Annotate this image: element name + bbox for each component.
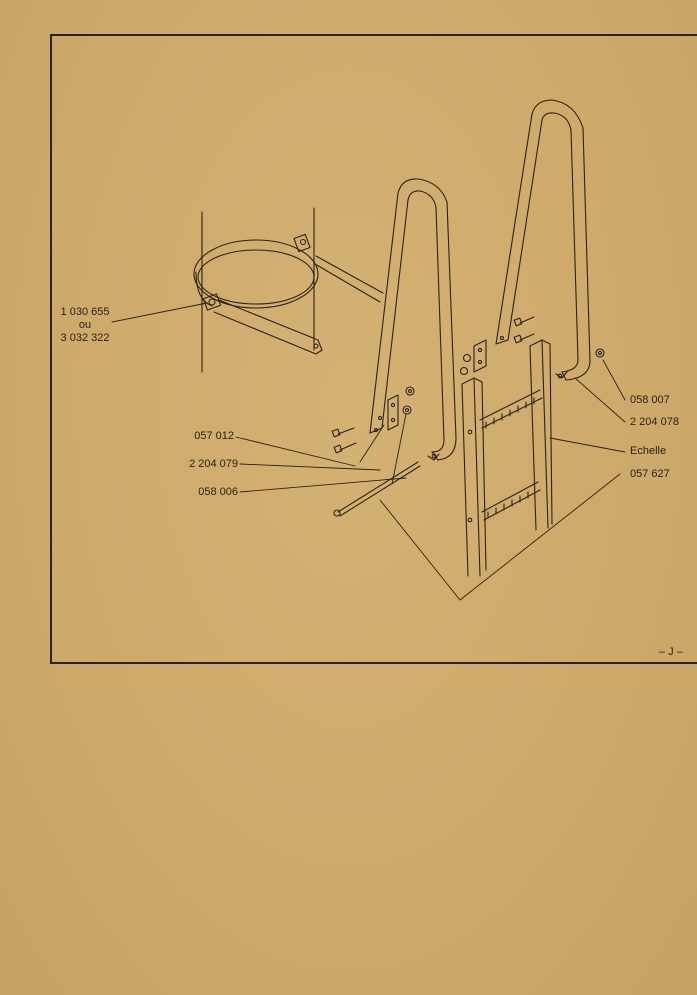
right-plate bbox=[473, 339, 487, 373]
leader-lines bbox=[111, 302, 626, 601]
clamp-part-number-1: 1 030 655 bbox=[60, 306, 110, 318]
left-nuts bbox=[402, 386, 415, 415]
ladder bbox=[461, 339, 553, 577]
left-handrail bbox=[369, 178, 457, 461]
clamp-part-number-or: ou bbox=[78, 319, 92, 331]
nut-right-part-number: 058 007 bbox=[630, 394, 670, 406]
clamp-arms bbox=[213, 255, 384, 355]
plate-left-part-number: 2 204 079 bbox=[189, 458, 238, 470]
left-plate bbox=[387, 394, 399, 431]
long-threaded-rod bbox=[333, 461, 421, 517]
rod-right-part-number: 057 627 bbox=[630, 468, 670, 480]
chimney-pipe-lines bbox=[201, 207, 315, 373]
rod-left-part-number: 058 006 bbox=[198, 486, 238, 498]
right-handrail bbox=[495, 99, 591, 381]
plate-right-part-number: 2 204 078 bbox=[630, 416, 679, 428]
left-bolts bbox=[331, 427, 357, 454]
page-marker: – J – bbox=[659, 646, 683, 658]
clamp-part-number-2: 3 032 322 bbox=[60, 332, 110, 344]
bolt-left-part-number: 057 012 bbox=[194, 430, 234, 442]
ladder-label: Echelle bbox=[630, 445, 667, 457]
drawing-frame bbox=[50, 34, 697, 664]
clamp-ring bbox=[193, 233, 319, 311]
right-bolts bbox=[513, 316, 535, 344]
right-nuts bbox=[459, 348, 605, 376]
